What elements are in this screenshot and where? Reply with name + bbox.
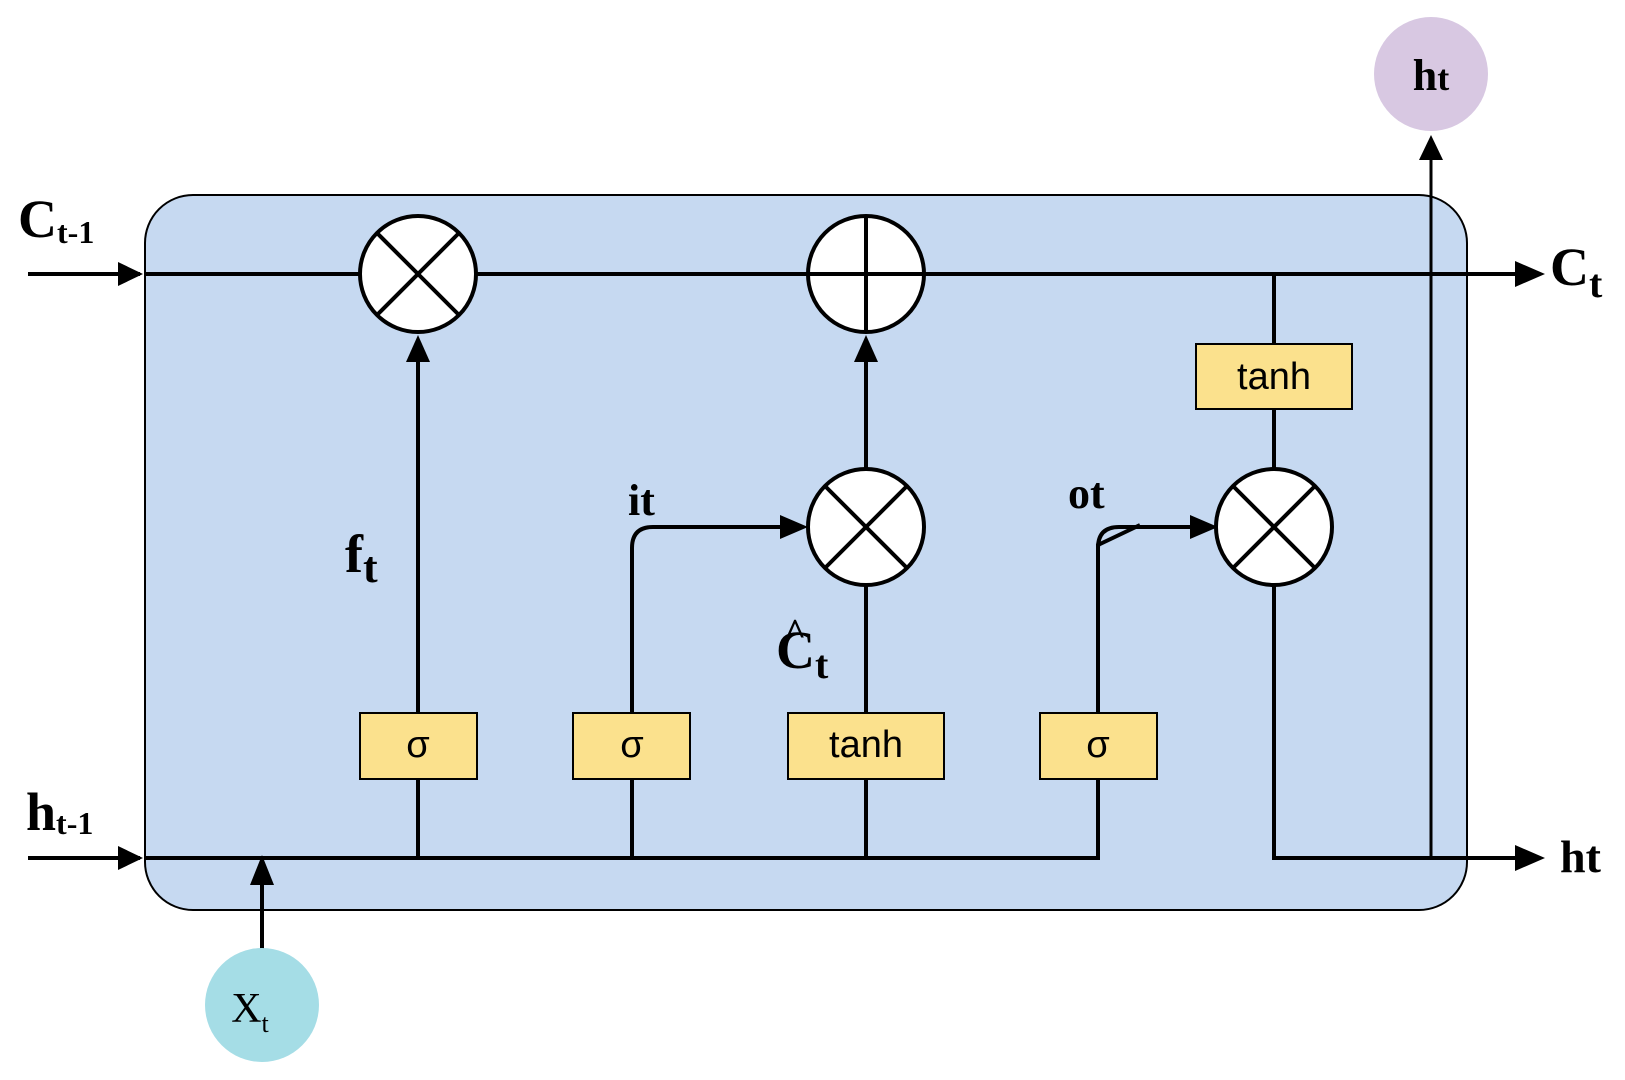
svg-text:ht: ht: [1413, 51, 1449, 100]
h-prev-label: h: [26, 782, 56, 842]
h-top-subscript: t: [1437, 58, 1449, 98]
output-gate: σ: [1039, 712, 1158, 780]
cell-add-operator: [806, 214, 926, 334]
x-input-arrow: [250, 855, 274, 885]
candidate-gate-label: tanh: [829, 724, 903, 766]
forget-multiply-operator: [358, 214, 478, 334]
x-label: X: [231, 986, 261, 1032]
hidden-state-input-arrow: [118, 846, 143, 870]
svg-text:Ct: Ct: [1550, 237, 1603, 306]
cell-state-output-arrow: [1515, 261, 1545, 287]
svg-text:Ct-1: Ct-1: [18, 189, 94, 250]
svg-text:ht-1: ht-1: [26, 782, 93, 842]
hidden-output-arrow: [1515, 845, 1545, 871]
input-gate-label: σ: [620, 724, 643, 766]
input-node: Xt: [205, 948, 319, 1062]
c-prev-subscript: t-1: [57, 214, 94, 250]
cell-tanh-gate: tanh: [1195, 343, 1353, 410]
h-out-label: ht: [1560, 831, 1602, 882]
h-prev-subscript: t-1: [56, 805, 93, 841]
input-multiply-operator: [806, 467, 926, 587]
forget-gate-label: σ: [406, 724, 429, 766]
c-hat-label: C: [776, 620, 815, 680]
cell-state-input-arrow: [118, 262, 143, 286]
c-out-label: C: [1550, 237, 1589, 297]
forget-gate-arrow: [406, 335, 430, 362]
c-out-subscript: t: [1589, 261, 1603, 306]
h-top-label: h: [1413, 51, 1437, 100]
f-label: f: [345, 524, 364, 584]
input-gate: σ: [572, 712, 691, 780]
svg-text:Ct: Ct: [776, 620, 829, 687]
c-prev-label: C: [18, 189, 57, 249]
hidden-output-line: [1272, 585, 1515, 860]
cell-tanh-gate-label: tanh: [1237, 356, 1311, 398]
c-hat-accent: ^: [784, 612, 806, 654]
input-mult-to-add-arrow: [854, 335, 878, 362]
input-gate-arrow: [780, 515, 808, 539]
c-hat-subscript: t: [815, 642, 829, 687]
output-gate-arrow: [1190, 515, 1218, 539]
output-gate-output-line: [1096, 525, 1192, 712]
f-subscript: t: [363, 543, 378, 592]
hidden-up-arrow: [1419, 135, 1443, 160]
candidate-gate: tanh: [787, 712, 945, 780]
output-multiply-operator: [1214, 467, 1334, 587]
input-gate-name: it: [628, 476, 655, 525]
svg-text:ft: ft: [345, 524, 378, 592]
output-node: ht: [1374, 17, 1488, 131]
input-gate-output-line: [630, 525, 785, 712]
output-gate-label: σ: [1086, 724, 1109, 766]
x-subscript: t: [262, 1009, 270, 1038]
svg-text:Xt: Xt: [231, 986, 269, 1038]
forget-gate: σ: [359, 712, 478, 780]
output-gate-name: ot: [1068, 469, 1105, 518]
